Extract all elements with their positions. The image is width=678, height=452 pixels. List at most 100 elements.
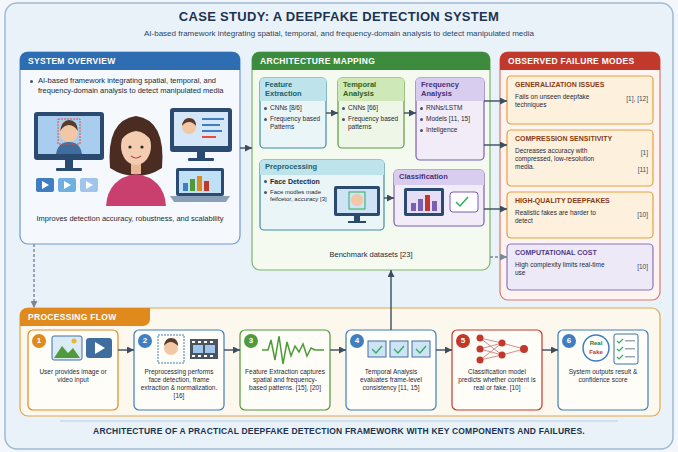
- frames-icon: [368, 341, 386, 357]
- preprocess-icon: [198, 341, 201, 343]
- monitor-illustration: [56, 168, 82, 171]
- box-heading: Preprocessing: [260, 160, 384, 175]
- step-box: 3Feature Extraction captures spatial and…: [240, 330, 330, 410]
- failure-heading: COMPUTATIONAL COST: [515, 249, 647, 258]
- step-box: 4Temporal Analysis evaluates frame-level…: [346, 330, 436, 410]
- input-icon: [72, 339, 77, 344]
- result-icon: [625, 356, 635, 358]
- screen-illustration: [179, 171, 221, 193]
- input-icon: [54, 346, 80, 358]
- face-detection-icon: [349, 192, 365, 209]
- outer-frame: [5, 3, 673, 449]
- reference: [1]: [616, 149, 648, 157]
- step-text: System outputs result & confidence score: [563, 368, 643, 384]
- box-fill: [20, 52, 240, 244]
- panel-header: PROCESSING FLOW: [20, 308, 150, 326]
- network-icon: [499, 340, 506, 347]
- badge-text: Fake: [585, 349, 607, 357]
- step-text: User provides image or video input: [33, 368, 113, 384]
- monitor-illustration: [65, 160, 73, 168]
- preprocess-icon: [158, 335, 218, 363]
- person-illustration: [106, 116, 166, 206]
- monitor-illustration: [34, 112, 104, 192]
- box-fill: [240, 330, 330, 410]
- classifier-icon: [404, 188, 444, 216]
- box-fill: [507, 192, 653, 238]
- classifier-icon: [411, 203, 416, 211]
- result-icon: [583, 335, 609, 361]
- box-fill: [252, 52, 490, 270]
- failure-text: Decreases accuracy with compressed, low-…: [515, 147, 613, 171]
- screen-illustration: [170, 108, 232, 152]
- failure-text: Realistic fakes are harder to detect: [515, 209, 613, 225]
- box-heading: Frequency Analysis: [416, 78, 484, 101]
- bullet-text: CNNs [66]: [348, 104, 400, 112]
- connector-arrow: [240, 147, 252, 148]
- failure-box: HIGH-QUALITY DEEPFAKES Realistic fakes ar…: [507, 192, 653, 238]
- screen-illustration: [202, 130, 222, 132]
- failure-box: COMPRESSION SENSITIVITYDecreases accurac…: [507, 130, 653, 186]
- step-box: 1User provides image or video input: [28, 330, 118, 410]
- box-fill: [260, 160, 384, 230]
- input-icon: [86, 338, 112, 358]
- box-fill: [452, 330, 542, 410]
- screen-illustration: [204, 181, 209, 191]
- box-fills: [20, 52, 660, 416]
- panel-header: SYSTEM OVERVIEW: [20, 52, 240, 70]
- connector-arrow: [384, 197, 394, 198]
- preprocess-icon: [210, 355, 213, 357]
- monitor-illustration: [34, 112, 104, 160]
- panel-text: Improves detection accuracy, robustness,…: [28, 214, 232, 224]
- classifier-icon: [456, 197, 468, 206]
- reference: [10]: [616, 263, 648, 271]
- reference: [10]: [616, 211, 648, 219]
- box-fill: [507, 130, 653, 186]
- failure-box: COMPUTATIONAL COSTHigh complexity limits…: [507, 244, 653, 290]
- preprocess-icon: [158, 335, 184, 363]
- preprocess-icon: [204, 341, 207, 343]
- preprocess-icon: [192, 355, 195, 357]
- step-number: 2: [138, 334, 152, 348]
- monitor-illustration: [80, 178, 98, 192]
- panel-text: AI-based framework integrating spatial, …: [38, 76, 230, 95]
- box-fill: [134, 330, 224, 410]
- person-illustration: [140, 145, 143, 148]
- failure-heading: HIGH-QUALITY DEEPFAKES: [515, 197, 647, 206]
- network-icon: [499, 352, 506, 359]
- connector-arrow: [484, 144, 507, 145]
- monitor-illustration: [86, 181, 93, 189]
- reference: [11]: [616, 166, 648, 174]
- screen-illustration: [183, 183, 188, 191]
- input-icon: [52, 336, 82, 360]
- screen-illustration: [176, 168, 224, 196]
- face-detection-icon: [334, 186, 380, 223]
- box-fill: [558, 330, 648, 410]
- input-icon: [95, 342, 105, 354]
- person-illustration: [106, 174, 166, 206]
- connector-arrow: [404, 112, 416, 113]
- panel-header: OBSERVED FAILURE MODES: [500, 52, 660, 70]
- failure-heading: GENERALIZATION ISSUES: [515, 81, 647, 90]
- result-icon: [625, 348, 635, 350]
- screen-illustration: [170, 108, 232, 202]
- face-detection-icon: [337, 189, 377, 213]
- step-number: 3: [244, 334, 258, 348]
- bullet-text: Models [11, 15]: [426, 115, 480, 123]
- overview-panel: SYSTEM OVERVIEW AI-based framework integr…: [20, 52, 240, 244]
- failure-panel: OBSERVED FAILURE MODES GENERALIZATION ISS…: [500, 52, 660, 300]
- classifier-icon: [404, 188, 478, 216]
- person-illustration: [110, 116, 163, 176]
- classifier-icon: [418, 199, 423, 211]
- preprocess-icon: [190, 339, 218, 359]
- preprocess-icon: [210, 341, 213, 343]
- result-icon: [583, 334, 638, 364]
- module-box: Frequency AnalysisRNNs/LSTMModels [11, 1…: [416, 78, 484, 160]
- monitor-illustration: [60, 120, 78, 131]
- step-number: 4: [350, 334, 364, 348]
- network-icon: [520, 345, 528, 353]
- bullet-text: CNNs [8/6]: [270, 104, 322, 112]
- module-box: Temporal AnalysisCNNs [66]Frequency base…: [338, 78, 404, 148]
- face-detection-icon: [354, 216, 360, 221]
